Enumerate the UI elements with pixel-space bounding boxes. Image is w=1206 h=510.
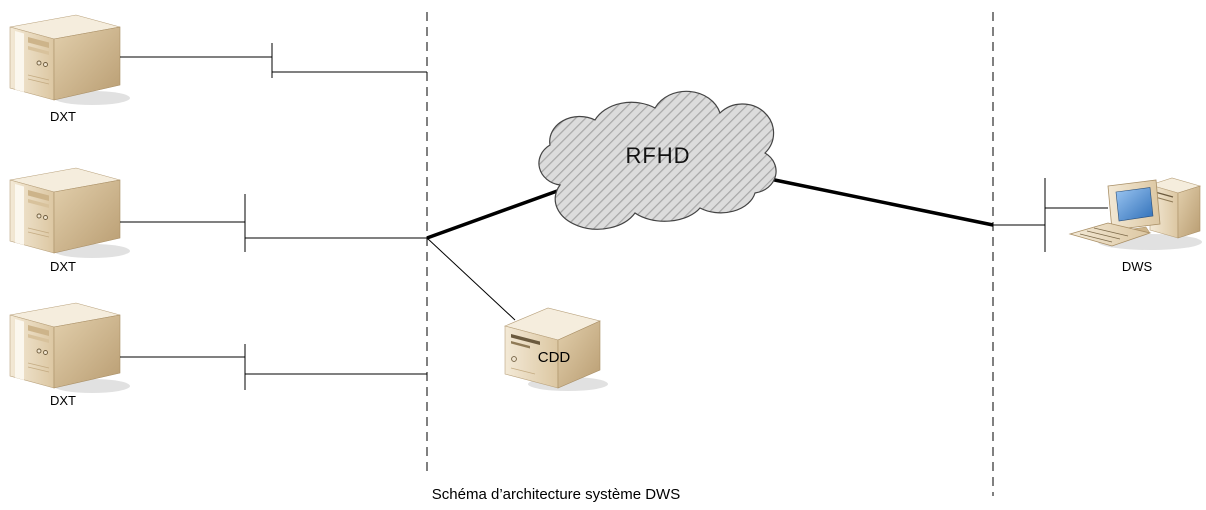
link-left-to-cloud (426, 188, 561, 240)
link-cloud-to-right (764, 176, 994, 227)
workstation-keyboard-keys (1086, 230, 1121, 240)
storage-drive-slot (511, 334, 540, 345)
server-tower-icon-dxt-3 (9, 302, 131, 394)
workstation-tower-side (1177, 185, 1201, 239)
workstation-label: DWS (1122, 259, 1153, 274)
workstation-monitor-screen (1115, 187, 1154, 222)
server-label-dxt-1: DXT (50, 109, 76, 124)
diagram-caption: Schéma d’architecture système DWS (432, 486, 680, 503)
workstation-keyboard-keys (1093, 227, 1129, 237)
cloud-shape (538, 90, 777, 230)
storage-side-face (557, 320, 601, 389)
server-label-dxt-3: DXT (50, 393, 76, 408)
storage-server-icon: CDD (504, 307, 608, 391)
server-label-dxt-2: DXT (50, 259, 76, 274)
storage-power-button (511, 356, 517, 362)
server-tower-icon-dxt-2 (9, 167, 131, 259)
workstation-keyboard (1068, 222, 1152, 247)
link-to-cdd (426, 237, 516, 321)
workstation-tower-bay (1154, 191, 1174, 198)
cloud-label: RFHD (625, 143, 690, 168)
desktop-computer-icon: DWS (1068, 177, 1202, 274)
storage-label: CDD (538, 349, 571, 366)
cloud-icon: RFHD (538, 90, 777, 230)
workstation-keyboard-keys (1079, 233, 1113, 243)
storage-drive-slot (511, 341, 530, 349)
server-tower-icon-dxt-1 (9, 14, 131, 106)
storage-vent (510, 367, 536, 375)
